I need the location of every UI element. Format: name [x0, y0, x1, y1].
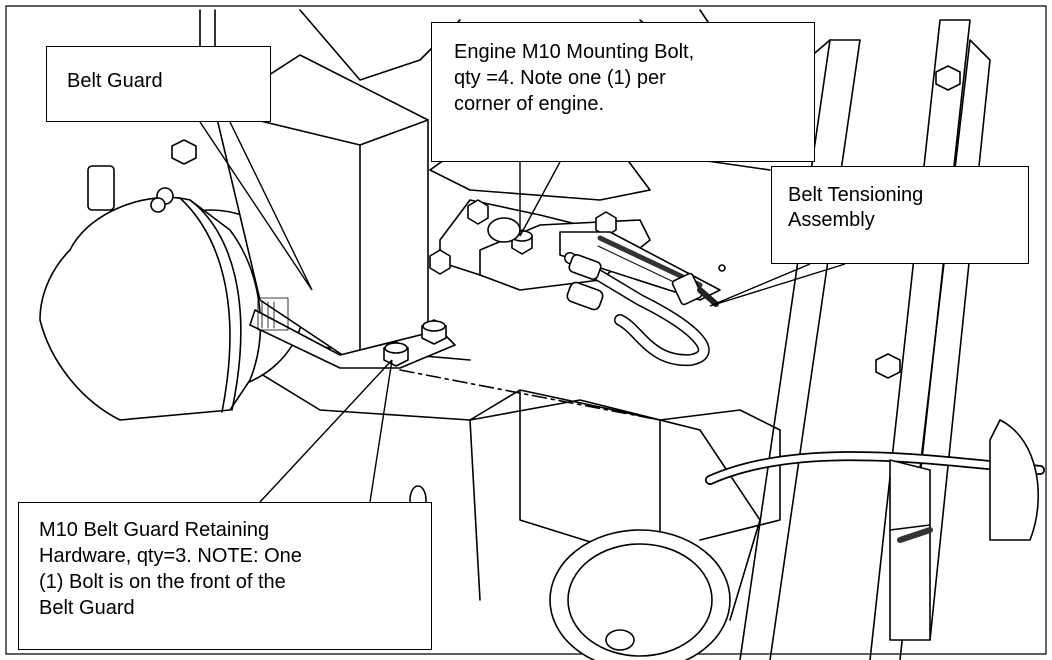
guard-bolt-side — [150, 187, 174, 213]
axle-bracket — [889, 459, 931, 641]
handle-frame-right-2 — [899, 39, 991, 641]
lower-box-right — [659, 409, 781, 541]
pulley-drum-rim2 — [179, 197, 231, 413]
callout-retain-line-1: M10 Belt Guard Retaining — [39, 519, 270, 541]
tension-nut — [671, 272, 719, 307]
callout-engine-line-2: qty =4. Note one (1) per — [454, 67, 666, 89]
handle-frame-left — [739, 39, 861, 660]
drawing-frame — [5, 5, 1047, 655]
front-wheel — [549, 529, 731, 660]
handle-tab — [87, 165, 115, 211]
callout-retain-line-3: (1) Bolt is on the front of the — [39, 571, 286, 593]
tension-coupling-1 — [566, 281, 604, 311]
pulley-drum — [39, 196, 262, 421]
callout-belt-tensioning: Belt Tensioning Assembly — [771, 166, 1029, 264]
callout-tension-line-2: Assembly — [788, 209, 875, 231]
frame-bolt-mid — [875, 353, 901, 379]
engine-bolt-3 — [595, 211, 617, 237]
leader-engine-bolt — [519, 161, 561, 237]
callout-retain-line-2: Hardware, qty=3. NOTE: One — [39, 545, 302, 567]
leader-retaining — [259, 359, 393, 503]
callout-belt-guard-line-1: Belt Guard — [67, 70, 163, 92]
engine-bolt-2 — [467, 199, 489, 225]
frame-bolt-top — [935, 65, 961, 91]
callout-tension-line-1: Belt Tensioning — [788, 184, 924, 206]
pulley-drum-rim — [189, 199, 242, 411]
guard-bolt-2 — [421, 319, 447, 345]
tension-coupling-2 — [568, 254, 602, 280]
deck-dashed-edge — [399, 369, 661, 421]
leader-belt-guard — [199, 121, 313, 291]
guard-bolt-1 — [383, 341, 409, 367]
guard-bolt-rear — [171, 139, 197, 165]
callout-retain-line-4: Belt Guard — [39, 597, 135, 619]
leader-tensioning — [709, 263, 846, 307]
callout-engine-line-3: corner of engine. — [454, 93, 605, 115]
callout-retaining-hardware: M10 Belt Guard Retaining Hardware, qty=3… — [18, 502, 432, 650]
callout-belt-guard: Belt Guard — [46, 46, 271, 122]
rear-wheel — [989, 419, 1039, 541]
callout-engine-mounting-bolt: Engine M10 Mounting Bolt, qty =4. Note o… — [431, 22, 815, 162]
callout-engine-line-1: Engine M10 Mounting Bolt, — [454, 41, 695, 63]
engine-bolt-4 — [429, 249, 451, 275]
